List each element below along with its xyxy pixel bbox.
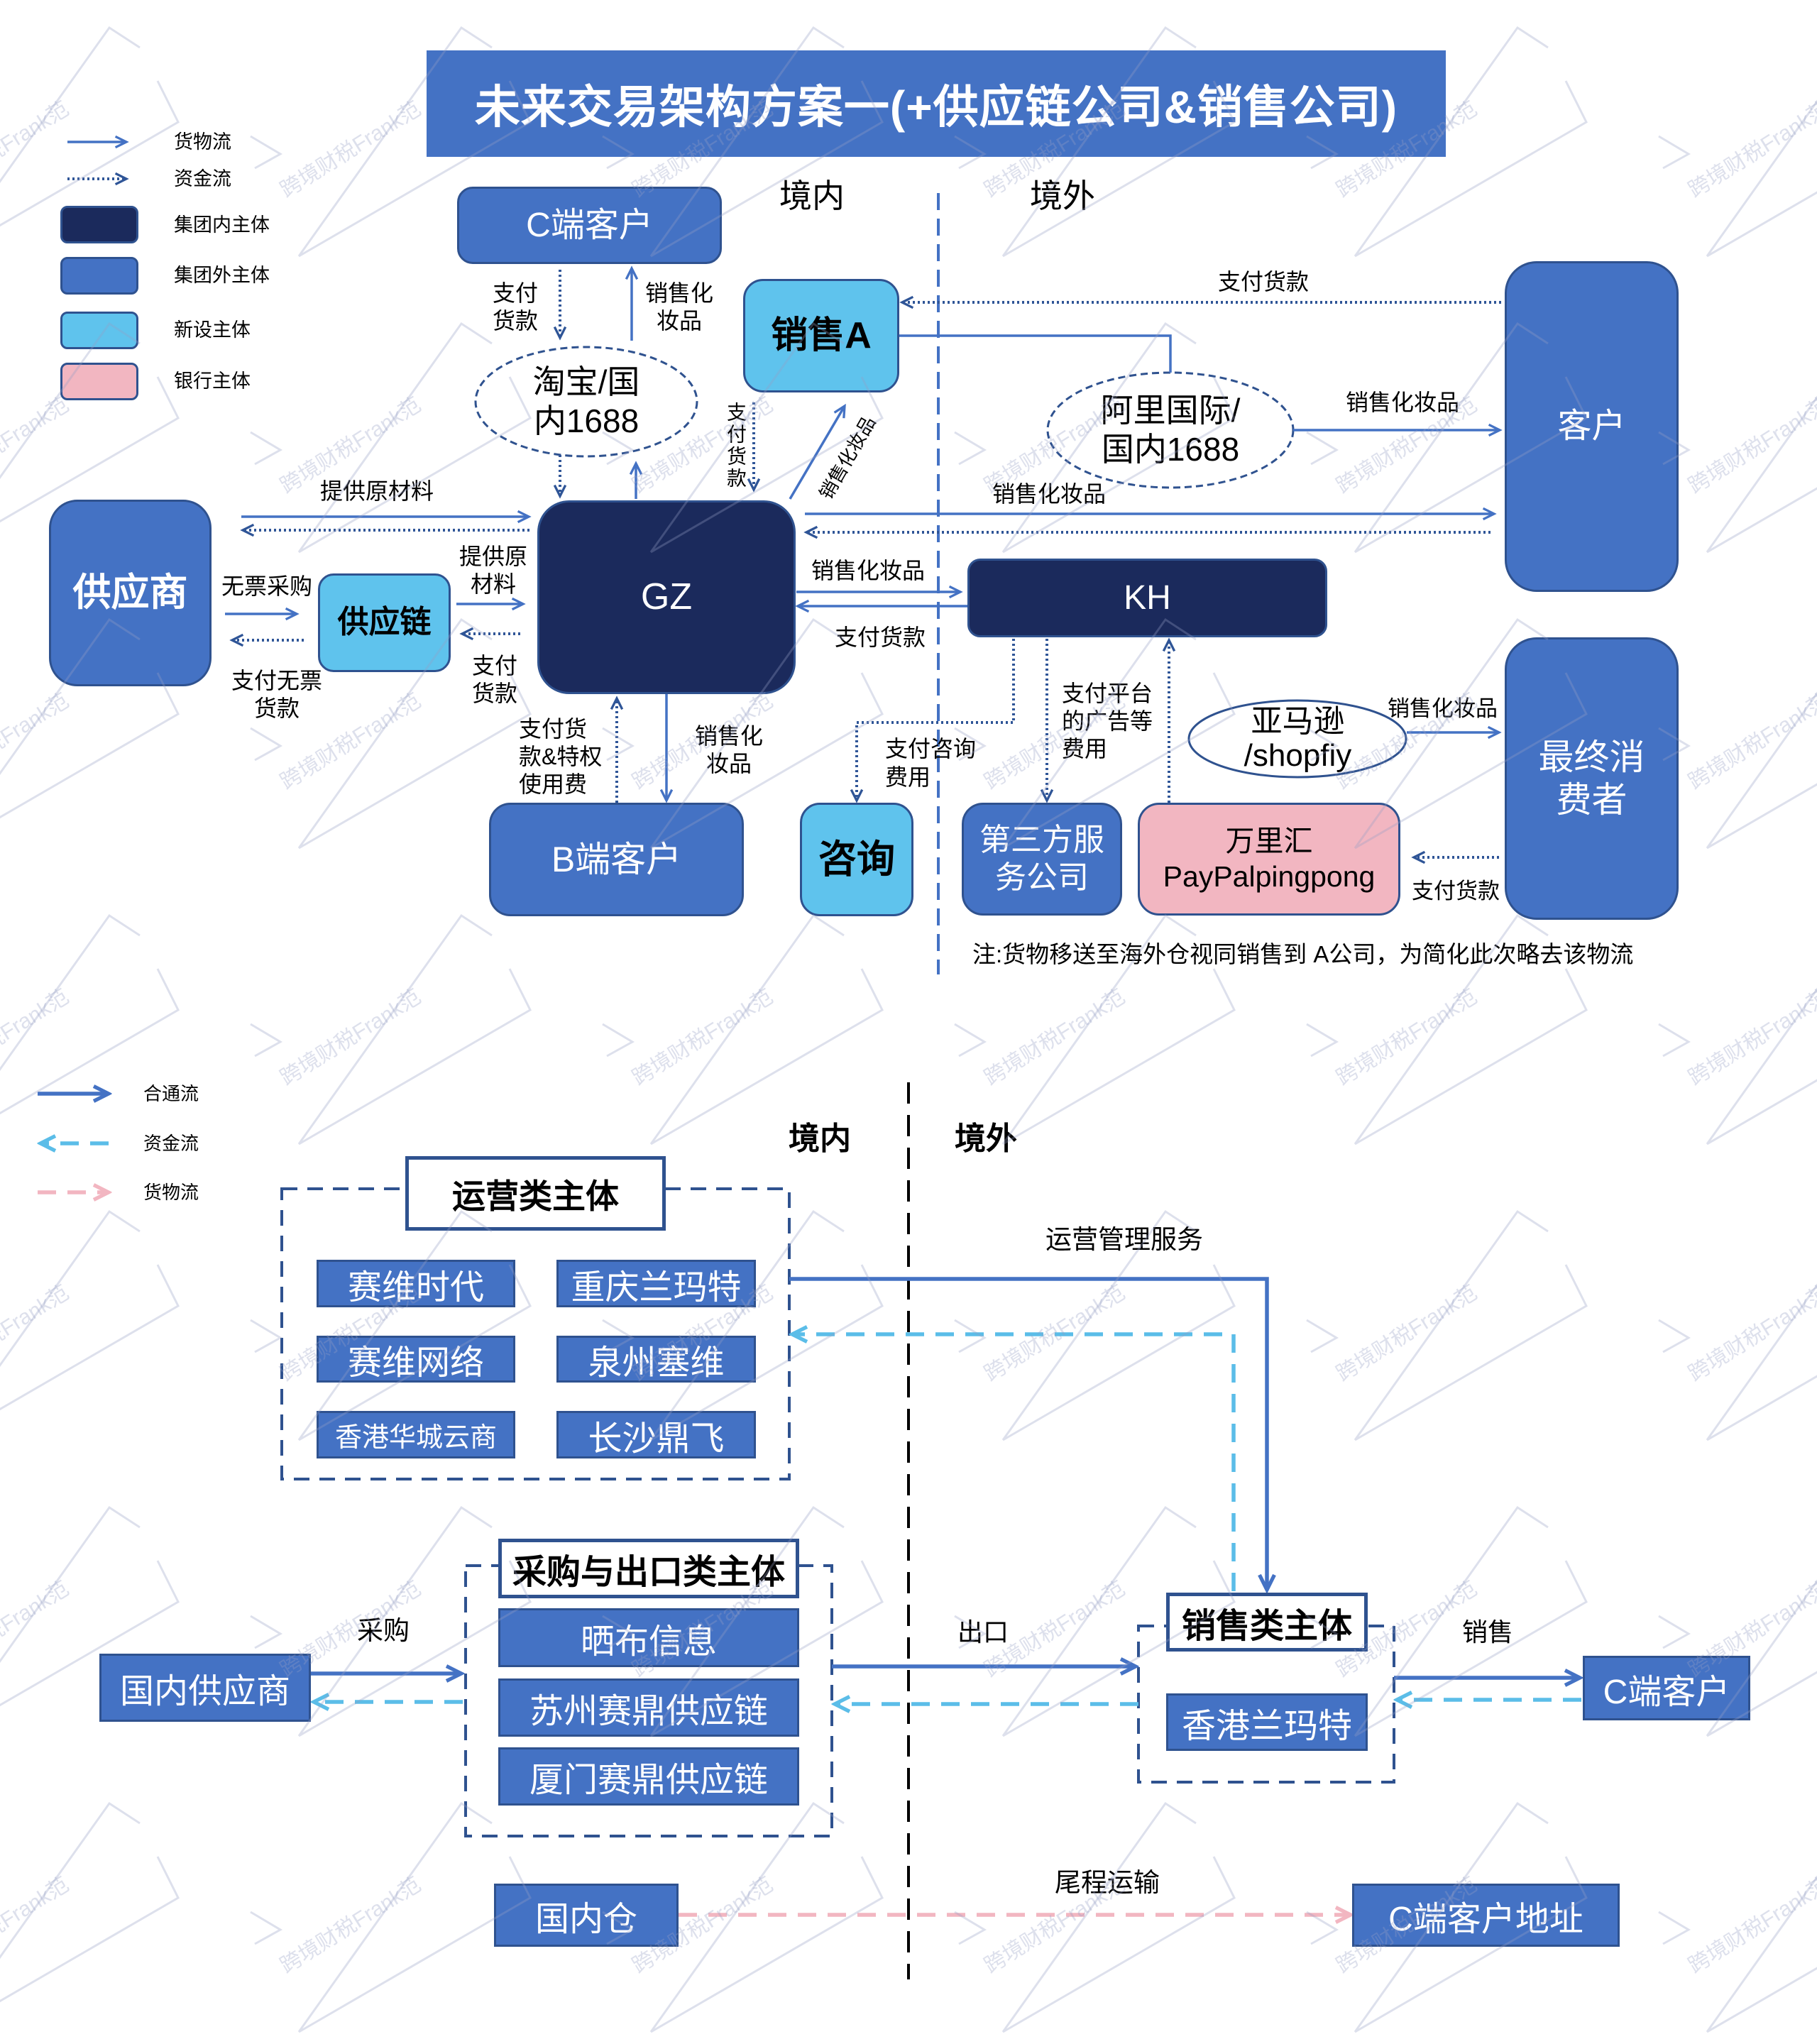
legend-label-new-entity: 新设主体	[174, 319, 251, 341]
legend2-label-contract-flow: 合通流	[143, 1083, 199, 1104]
region-domestic-label: 境内	[779, 177, 845, 214]
edge-label-gz-to-customer: 销售化妆品	[992, 481, 1107, 507]
legend-label-bank-entity: 银行主体	[174, 370, 251, 392]
operations-member: 泉州塞维	[556, 1336, 756, 1383]
legend2-label-funds-flow: 资金流	[143, 1133, 199, 1154]
edge-label-warehouse-to-address: 尾程运输	[1055, 1868, 1160, 1897]
legend-label-goods-flow: 货物流	[174, 131, 231, 153]
operations-member: 赛维时代	[317, 1260, 515, 1307]
edge-label-procurement-to-sales: 出口	[957, 1617, 1009, 1647]
node-amazon-shopify: 亚马逊 /shopfiy	[1244, 703, 1352, 773]
procurement-member: 苏州赛鼎供应链	[498, 1678, 799, 1737]
legend-dark-navy-box-icon	[60, 206, 138, 243]
operations-group-title: 运营类主体	[405, 1156, 666, 1231]
edge-label-supply-chain-to-gz: 提供原 材料	[459, 544, 527, 597]
operations-member: 赛维网络	[317, 1336, 515, 1383]
node-supplier: 供应商	[49, 500, 212, 686]
edge-label-supply-chain-to-supplier: 支付无票 货款	[231, 668, 322, 721]
node-alibaba-international-1688: 阿里国际/ 国内1688	[1100, 391, 1241, 468]
node-gz: GZ	[537, 500, 796, 694]
edge-gz-to-sales-a	[789, 406, 845, 500]
edge-label-supplier-to-supply-chain: 无票采购	[221, 573, 313, 599]
operations-member: 长沙鼎飞	[556, 1411, 756, 1458]
node-domestic-warehouse: 国内仓	[494, 1884, 679, 1947]
edge-label-supplier-to-procurement: 采购	[357, 1616, 410, 1645]
operations-member: 香港华城云商	[317, 1411, 515, 1458]
edge-label-end-consumer-to-wanlihui: 支付货款	[1412, 879, 1500, 903]
edge-label-operations-to-sales: 运营管理服务	[1045, 1225, 1203, 1254]
node-consulting: 咨询	[800, 803, 913, 916]
taobao-ellipse	[474, 346, 698, 458]
edge-sales-a-to-alibaba	[899, 334, 1172, 373]
legend-label-external-entity: 集团外主体	[174, 265, 270, 286]
edge-kh-to-consulting	[857, 639, 1015, 801]
node-c-customer-address: C端客户地址	[1352, 1884, 1620, 1947]
edge-label-sales-a-to-gz: 支付货款	[725, 402, 747, 490]
amazon-ellipse	[1187, 699, 1407, 779]
edge-label-c-customer-to-taobao: 支付 货款	[492, 280, 538, 334]
region2-domestic-label: 境内	[789, 1121, 851, 1156]
node-taobao-1688: 淘宝/国 内1688	[532, 363, 640, 439]
node-c-customer: C端客户	[457, 187, 722, 264]
edge-label-gz-to-kh: 销售化妆品	[811, 558, 926, 583]
edge-label-alibaba-to-customer: 销售化妆品	[1346, 390, 1460, 415]
edge-label-gz-to-supply-chain: 支付 货款	[471, 653, 517, 706]
sales-member: 香港兰玛特	[1166, 1693, 1368, 1751]
node-third-party-service: 第三方服 务公司	[962, 803, 1122, 916]
sales-group-title: 销售类主体	[1166, 1593, 1368, 1652]
region-overseas-label: 境外	[1030, 177, 1095, 214]
edge-label-sales-to-c-customer: 销售	[1462, 1617, 1514, 1647]
procurement-member: 厦门赛鼎供应链	[498, 1747, 799, 1806]
region2-overseas-label: 境外	[955, 1121, 1017, 1156]
diagram1-title: 未来交易架构方案一(+供应链公司&销售公司)	[427, 50, 1446, 157]
edge-label-amazon-to-end-consumer: 销售化妆品	[1388, 696, 1498, 721]
edge-label-customer-to-sales-a: 支付货款	[1218, 269, 1310, 295]
node-end-consumer: 最终消 费者	[1505, 637, 1679, 920]
legend-label-funds-flow: 资金流	[174, 168, 231, 189]
edge-label-b-customer-to-gz: 支付货 款&特权 使用费	[519, 716, 603, 797]
node-supply-chain: 供应链	[318, 573, 451, 672]
node-customer: 客户	[1505, 261, 1679, 592]
edge-label-kh-to-gz: 支付货款	[835, 625, 926, 650]
procurement-member: 晒布信息	[498, 1608, 799, 1667]
node-wanlihui-paypal-pingpong: 万里汇 PayPalpingpong	[1138, 803, 1400, 916]
legend2-label-goods-flow: 货物流	[143, 1182, 199, 1203]
edge-label-taobao-to-c-customer: 销售化 妆品	[644, 280, 713, 334]
legend-light-blue-box-icon	[60, 312, 138, 349]
node-sales-a: 销售A	[743, 279, 899, 392]
procurement-group-title: 采购与出口类主体	[498, 1539, 799, 1598]
edge-label-supplier-to-gz: 提供原材料	[320, 478, 434, 504]
edge-label-kh-to-third-party: 支付平台 的广告等 费用	[1062, 681, 1153, 762]
legend-blue-box-icon	[60, 257, 138, 295]
node-domestic-supplier: 国内供应商	[99, 1654, 311, 1722]
node-kh: KH	[967, 559, 1327, 637]
edge-label-kh-to-consulting: 支付咨询 费用	[885, 736, 977, 790]
edge-sales-to-operations	[792, 1334, 1236, 1591]
node-c-customer-2: C端客户	[1583, 1656, 1750, 1720]
node-b-customer: B端客户	[489, 803, 744, 916]
legend-label-internal-entity: 集团内主体	[174, 214, 270, 236]
operations-member: 重庆兰玛特	[556, 1260, 756, 1307]
diagram1-footnote: 注:货物移送至海外仓视同销售到 A公司，为简化此次略去该物流	[972, 941, 1634, 967]
edge-label-gz-to-b-customer: 销售化 妆品	[694, 723, 763, 776]
legend-pink-box-icon	[60, 363, 138, 400]
edge-operations-to-sales	[789, 1277, 1267, 1590]
